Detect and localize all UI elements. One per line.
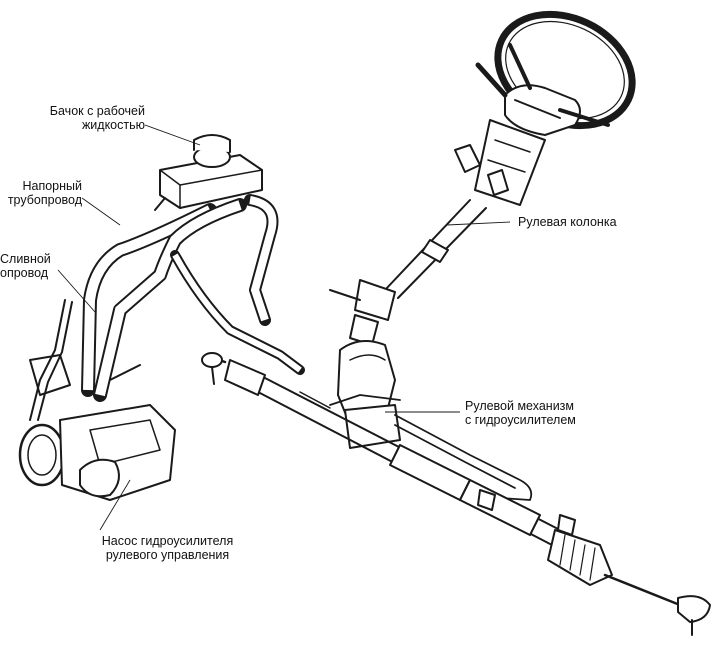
- label-return-line-line-2: опровод: [0, 266, 49, 280]
- label-return-line: Сливной опровод: [0, 252, 51, 280]
- label-pump: Насос гидроусилителя рулевого управления: [80, 534, 255, 562]
- label-pressure-line-line-1: Напорный: [22, 179, 82, 193]
- pump: [18, 354, 176, 501]
- steering-gear: [201, 340, 711, 636]
- label-reservoir-line-1: Бачок с рабочей: [49, 104, 145, 118]
- fluid-reservoir: [154, 134, 263, 211]
- label-pump-line-2: рулевого управления: [105, 548, 230, 562]
- label-reservoir: Бачок с рабочей жидкостью: [8, 104, 145, 132]
- label-steering-gear: Рулевой механизм с гидроусилителем: [465, 399, 576, 427]
- label-return-line-line-1: Сливной: [0, 252, 51, 266]
- label-reservoir-line-2: жидкостью: [81, 118, 145, 132]
- label-steering-gear-line-2: с гидроусилителем: [465, 413, 576, 427]
- steering-column: [329, 119, 546, 346]
- leader-lines: [57, 124, 511, 531]
- label-pump-line-1: Насос гидроусилителя: [101, 534, 234, 548]
- label-steering-column-line-1: Рулевая колонка: [518, 215, 617, 229]
- label-steering-gear-line-1: Рулевой механизм: [465, 399, 575, 413]
- steering-wheel: [475, 10, 636, 136]
- hoses: [29, 194, 305, 421]
- label-pressure-line-line-2: трубопровод: [7, 193, 82, 207]
- label-pressure-line: Напорный трубопровод: [2, 179, 82, 207]
- label-steering-column: Рулевая колонка: [518, 215, 617, 229]
